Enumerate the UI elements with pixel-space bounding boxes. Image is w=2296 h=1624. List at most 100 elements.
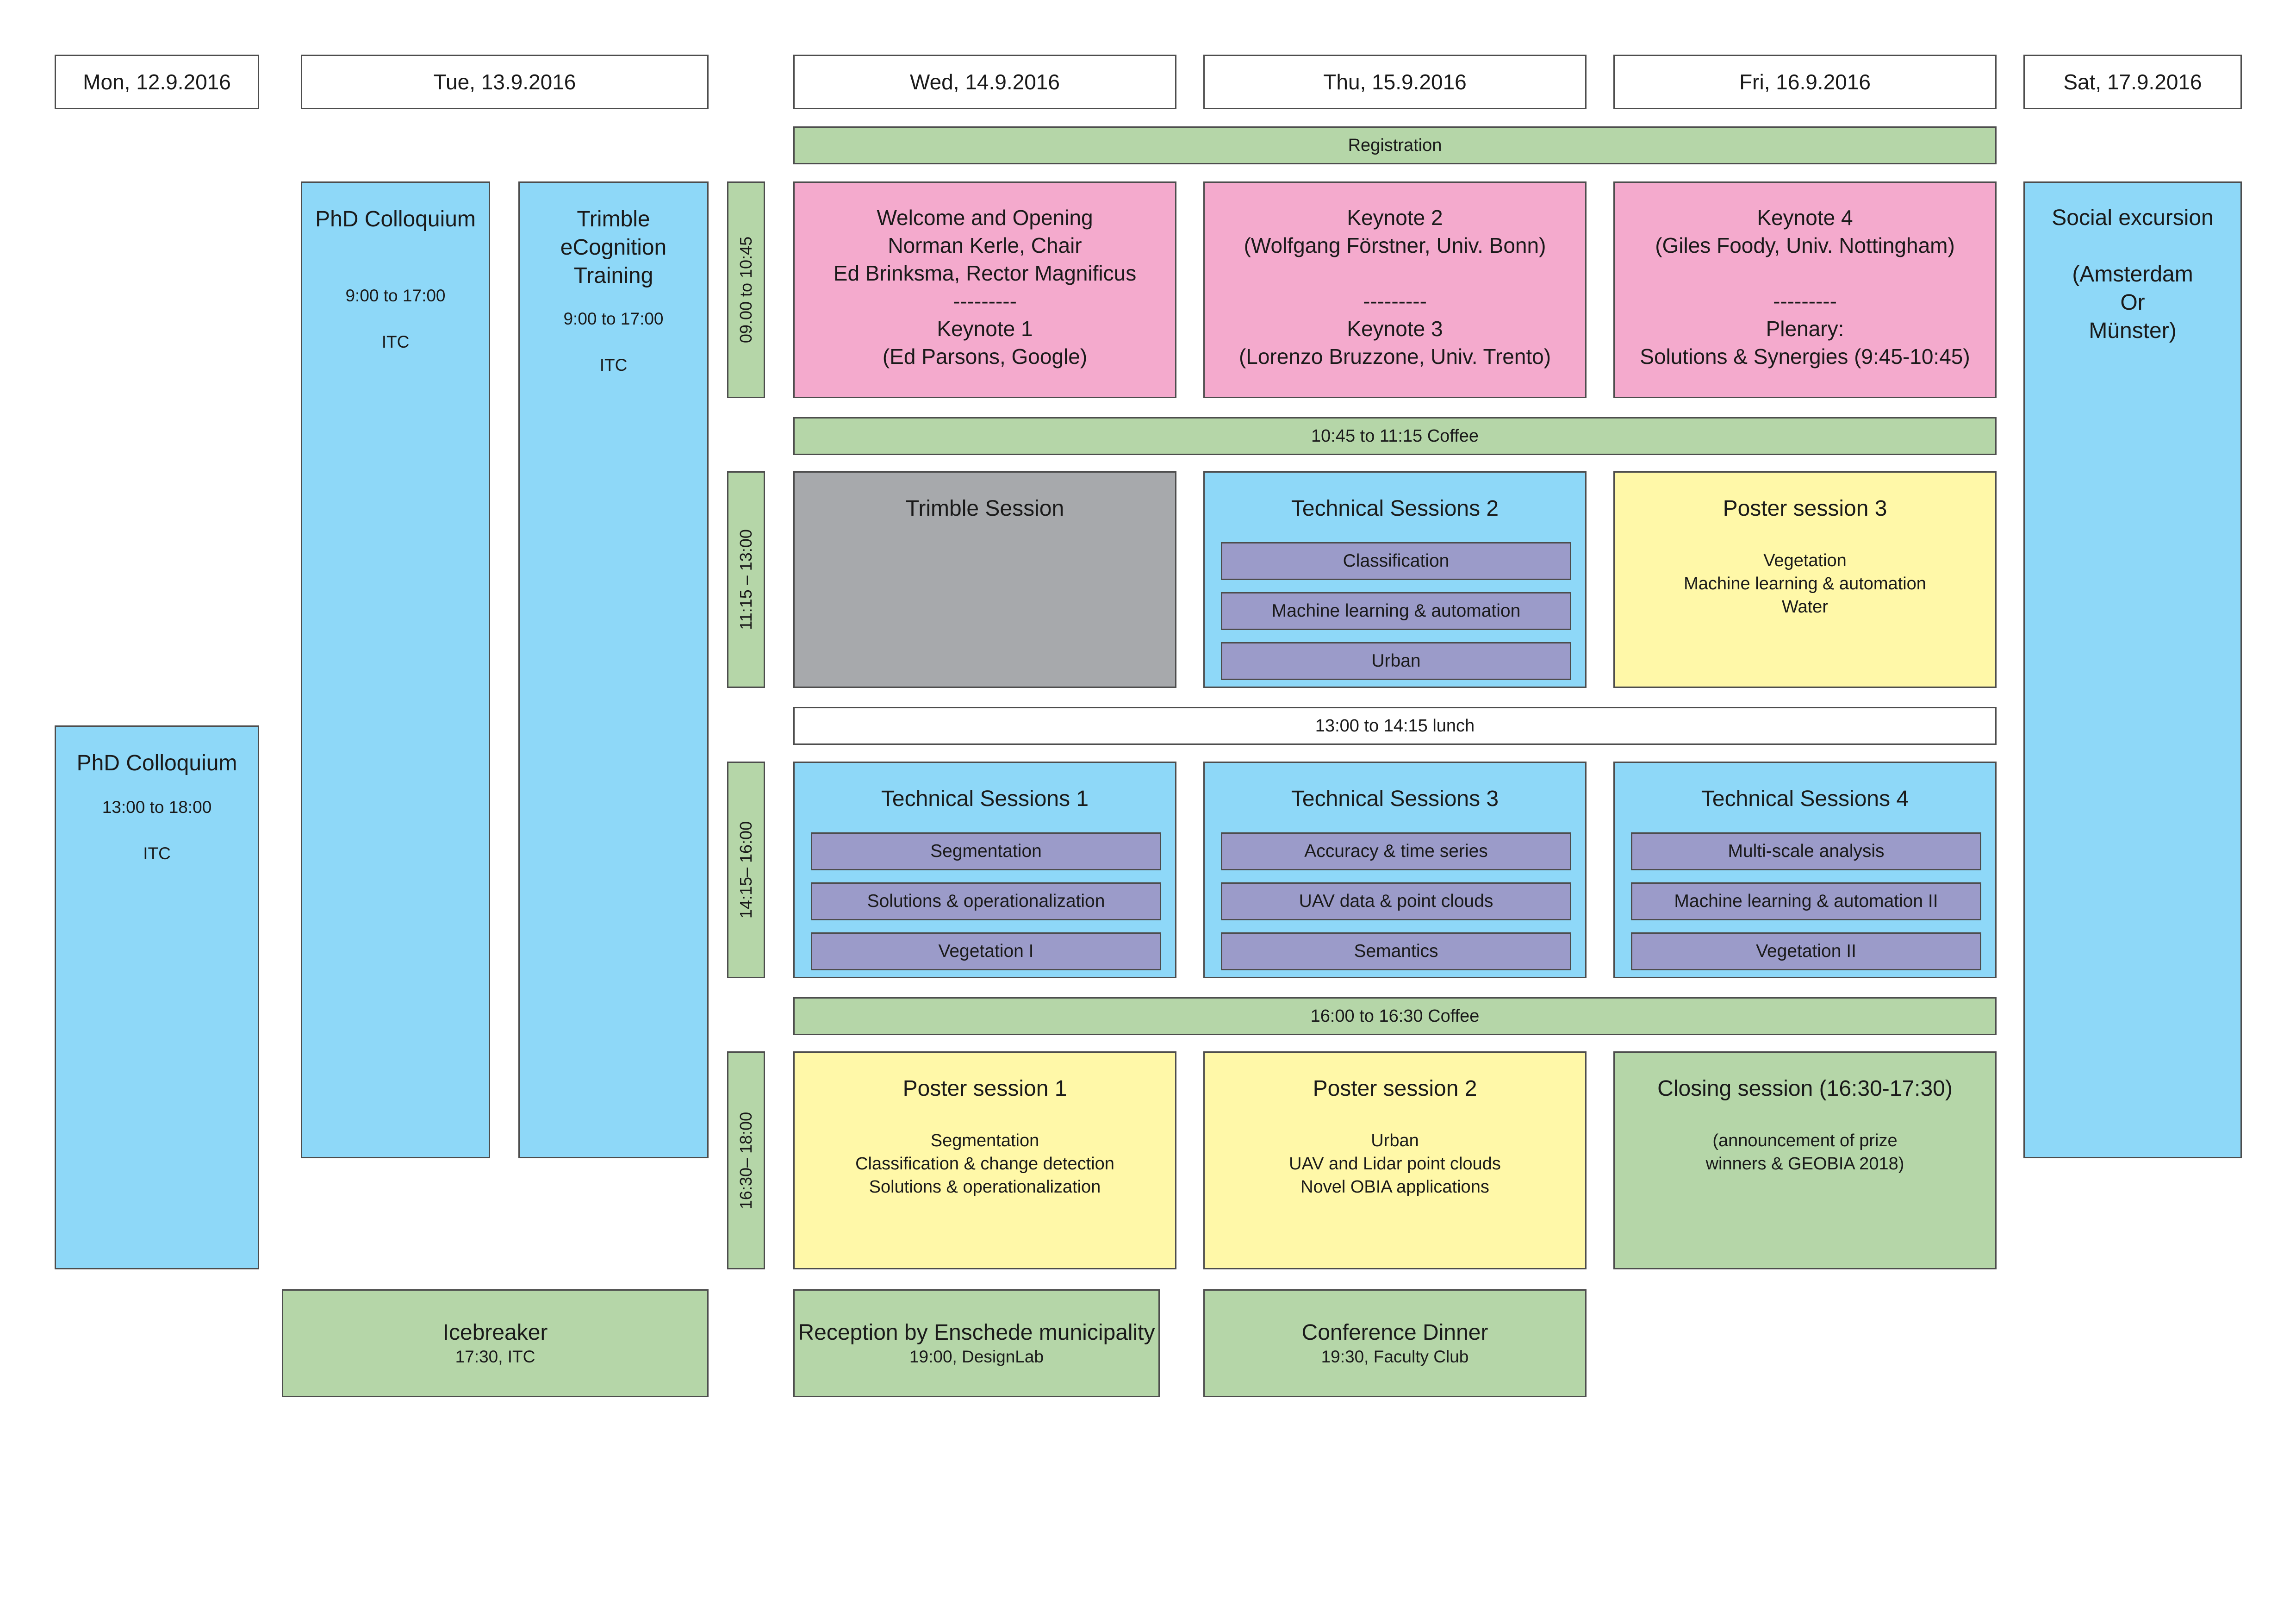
- wed-ps1-topics: Segmentation Classification & change det…: [795, 1129, 1175, 1199]
- thu-ts2-item-machine-learning: Machine learning & automation: [1221, 592, 1571, 630]
- time-slot-4-label: 16:30– 18:00: [736, 1112, 756, 1209]
- tue-phd-title: PhD Colloquium: [315, 207, 476, 231]
- tue-phd-time: 9:00 to 17:00: [345, 286, 446, 305]
- fri-keynote-line5: Plenary:: [1766, 317, 1844, 341]
- wed-trimble-session: Trimble Session: [793, 471, 1176, 688]
- thu-keynote-line5: Keynote 3: [1347, 317, 1443, 341]
- day-header-mon: Mon, 12.9.2016: [55, 55, 259, 109]
- thu-keynote-line6: (Lorenzo Bruzzone, Univ. Trento): [1238, 344, 1551, 369]
- time-slot-4: 16:30– 18:00: [727, 1051, 765, 1269]
- sat-excursion-line5: Münster): [2089, 319, 2177, 343]
- thu-keynote-separator: ---------: [1363, 289, 1427, 313]
- wed-keynote-line3: Ed Brinksma, Rector Magnificus: [833, 261, 1137, 285]
- reception-detail: 19:00, DesignLab: [909, 1347, 1044, 1366]
- wed-trimble-session-title: Trimble Session: [905, 496, 1064, 521]
- wed-ps1-topic: Classification & change detection: [855, 1154, 1114, 1174]
- thu-technical-sessions-3: Technical Sessions 3 Accuracy & time ser…: [1203, 762, 1587, 978]
- icebreaker-name: Icebreaker: [442, 1320, 548, 1345]
- registration-band: Registration: [793, 126, 1997, 164]
- thu-poster-session-2: Poster session 2 Urban UAV and Lidar poi…: [1203, 1051, 1587, 1269]
- fri-closing-session: Closing session (16:30-17:30) (announcem…: [1613, 1051, 1997, 1269]
- thu-ps2-topics: Urban UAV and Lidar point clouds Novel O…: [1205, 1129, 1585, 1199]
- sat-excursion-title: Social excursion: [2052, 206, 2214, 230]
- thu-ps2-topic: Novel OBIA applications: [1300, 1177, 1489, 1197]
- wed-keynote-line5: Keynote 1: [937, 317, 1033, 341]
- reception-name: Reception by Enschede municipality: [798, 1320, 1155, 1345]
- wed-technical-sessions-1: Technical Sessions 1 Segmentation Soluti…: [793, 762, 1176, 978]
- fri-technical-sessions-4: Technical Sessions 4 Multi-scale analysi…: [1613, 762, 1997, 978]
- sat-social-excursion: Social excursion (Amsterdam Or Münster): [2023, 181, 2242, 1158]
- fri-closing-title: Closing session (16:30-17:30): [1657, 1076, 1953, 1101]
- fri-poster-session-3: Poster session 3 Vegetation Machine lear…: [1613, 471, 1997, 688]
- wed-ts1-item-solutions: Solutions & operationalization: [811, 882, 1161, 920]
- lunch-band: 13:00 to 14:15 lunch: [793, 707, 1997, 745]
- tue-trimble-line3: Training: [573, 263, 653, 288]
- sat-excursion-line3: (Amsterdam: [2072, 262, 2193, 287]
- day-header-sat: Sat, 17.9.2016: [2023, 55, 2242, 109]
- time-slot-3-label: 14:15– 16:00: [736, 821, 756, 919]
- wed-ps1-topic: Segmentation: [930, 1131, 1039, 1150]
- fri-ts4-item-vegetation: Vegetation II: [1631, 932, 1981, 970]
- wed-ps1-title: Poster session 1: [902, 1076, 1067, 1101]
- time-slot-1: 09.00 to 10:45: [727, 181, 765, 398]
- thu-ps2-title: Poster session 2: [1313, 1076, 1477, 1101]
- thu-ps2-topic: Urban: [1371, 1131, 1419, 1150]
- fri-ps3-title: Poster session 3: [1723, 496, 1887, 521]
- time-slot-3: 14:15– 16:00: [727, 762, 765, 978]
- thu-ps2-topic: UAV and Lidar point clouds: [1289, 1154, 1501, 1174]
- sat-excursion-line4: Or: [2120, 290, 2145, 315]
- tue-trimble-line2: eCognition: [560, 235, 667, 260]
- wed-reception: Reception by Enschede municipality 19:00…: [793, 1289, 1160, 1397]
- wed-poster-session-1: Poster session 1 Segmentation Classifica…: [793, 1051, 1176, 1269]
- wed-keynote-separator: ---------: [953, 289, 1017, 313]
- thu-keynote-line1: Keynote 2: [1347, 206, 1443, 230]
- thu-ts3-item-uav: UAV data & point clouds: [1221, 882, 1571, 920]
- thu-technical-sessions-2: Technical Sessions 2 Classification Mach…: [1203, 471, 1587, 688]
- mon-phd-title: PhD Colloquium: [76, 751, 237, 775]
- fri-keynote-line2: (Giles Foody, Univ. Nottingham): [1655, 233, 1955, 257]
- fri-ps3-topic: Machine learning & automation: [1684, 574, 1926, 593]
- day-header-wed: Wed, 14.9.2016: [793, 55, 1176, 109]
- fri-keynote-separator: ---------: [1773, 289, 1837, 313]
- thu-ts2-item-urban: Urban: [1221, 642, 1571, 680]
- day-header-tue: Tue, 13.9.2016: [301, 55, 709, 109]
- fri-ts4-title: Technical Sessions 4: [1701, 787, 1909, 811]
- fri-ps3-topic: Water: [1782, 597, 1828, 617]
- wed-ps1-topic: Solutions & operationalization: [869, 1177, 1101, 1197]
- fri-closing-detail: winners & GEOBIA 2018): [1705, 1154, 1904, 1174]
- wed-ts1-title: Technical Sessions 1: [881, 787, 1089, 811]
- fri-ps3-topic: Vegetation: [1763, 551, 1847, 570]
- time-slot-1-label: 09.00 to 10:45: [736, 236, 756, 344]
- fri-keynote-line1: Keynote 4: [1757, 206, 1853, 230]
- thu-ts2-title: Technical Sessions 2: [1291, 496, 1499, 521]
- mon-phd-colloquium: PhD Colloquium 13:00 to 18:00 ITC: [55, 725, 259, 1269]
- thu-ts2-item-classification: Classification: [1221, 542, 1571, 580]
- coffee-band-1: 10:45 to 11:15 Coffee: [793, 417, 1997, 455]
- fri-keynote-line6: Solutions & Synergies (9:45-10:45): [1640, 344, 1970, 369]
- fri-closing-details: (announcement of prize winners & GEOBIA …: [1615, 1129, 1995, 1175]
- dinner-detail: 19:30, Faculty Club: [1321, 1347, 1469, 1366]
- fri-ts4-item-multiscale: Multi-scale analysis: [1631, 832, 1981, 870]
- tue-icebreaker: Icebreaker 17:30, ITC: [282, 1289, 709, 1397]
- coffee-band-2: 16:00 to 16:30 Coffee: [793, 997, 1997, 1035]
- fri-closing-detail: (announcement of prize: [1712, 1131, 1898, 1150]
- wed-ts1-item-vegetation: Vegetation I: [811, 932, 1161, 970]
- tue-trimble-time: 9:00 to 17:00: [563, 309, 664, 328]
- thu-conference-dinner: Conference Dinner 19:30, Faculty Club: [1203, 1289, 1587, 1397]
- thu-ts3-title: Technical Sessions 3: [1291, 787, 1499, 811]
- time-slot-2-label: 11:15 – 13:00: [736, 529, 755, 630]
- tue-trimble-place: ITC: [599, 356, 628, 375]
- fri-ts4-item-machine-learning: Machine learning & automation II: [1631, 882, 1981, 920]
- fri-keynote-plenary: Keynote 4 (Giles Foody, Univ. Nottingham…: [1613, 181, 1997, 398]
- icebreaker-detail: 17:30, ITC: [455, 1347, 535, 1366]
- thu-ts3-item-accuracy: Accuracy & time series: [1221, 832, 1571, 870]
- wed-keynote-line2: Norman Kerle, Chair: [888, 233, 1082, 257]
- thu-ts3-item-semantics: Semantics: [1221, 932, 1571, 970]
- tue-trimble-training: Trimble eCognition Training 9:00 to 17:0…: [518, 181, 709, 1158]
- dinner-name: Conference Dinner: [1301, 1320, 1488, 1345]
- tue-phd-colloquium: PhD Colloquium 9:00 to 17:00 ITC: [301, 181, 490, 1158]
- thu-keynote-line2: (Wolfgang Förstner, Univ. Bonn): [1244, 233, 1546, 257]
- wed-ts1-item-segmentation: Segmentation: [811, 832, 1161, 870]
- day-header-thu: Thu, 15.9.2016: [1203, 55, 1587, 109]
- wed-keynote-line1: Welcome and Opening: [877, 206, 1093, 230]
